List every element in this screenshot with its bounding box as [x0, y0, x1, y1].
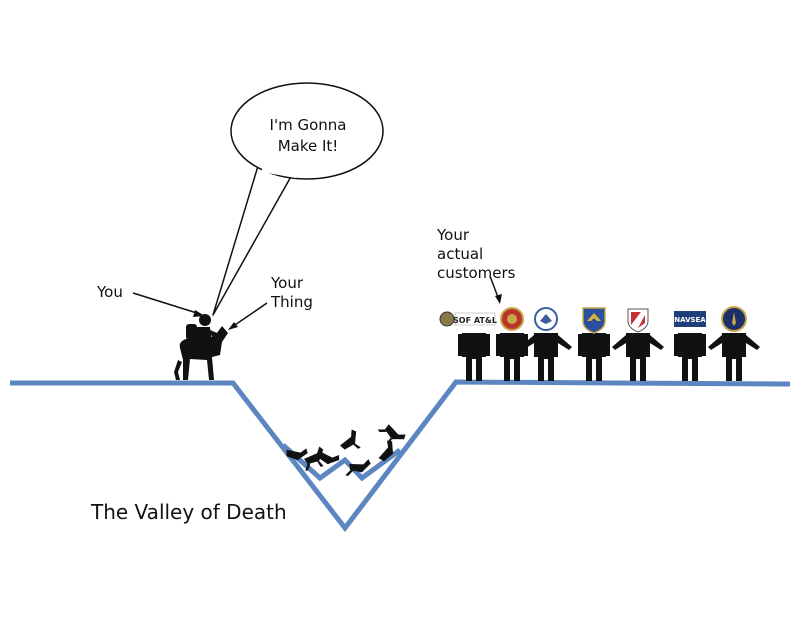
army-materiel-shield-icon: [627, 308, 649, 333]
fallen-horse-icon: [283, 448, 308, 465]
you-label: You: [97, 283, 123, 301]
fallen-horse-icon: [345, 459, 371, 476]
usaf-shield-icon: [582, 307, 606, 334]
customer-body: [678, 333, 702, 381]
navsea-text: NAVSEA: [674, 316, 706, 324]
customer-body: [626, 333, 650, 381]
customer-figure: [496, 307, 528, 381]
your-thing-arrow: [228, 302, 268, 330]
diagram-title: The Valley of Death: [91, 500, 287, 524]
customer-figure: [708, 306, 760, 381]
navsea-logo-icon: NAVSEA: [674, 311, 706, 327]
customer-figure: [520, 307, 572, 381]
customers-line-1: Your: [437, 226, 470, 244]
customer-body: [722, 333, 746, 381]
sof-atl-seal-icon: SOF AT&L: [439, 311, 497, 327]
customer-figure: NAVSEA: [674, 311, 706, 381]
your-thing-label: Your Thing: [271, 274, 313, 312]
your-thing-line-2: Thing: [271, 293, 313, 311]
fallen-horse-icon: [378, 440, 394, 462]
sof-atl-text: SOF AT&L: [453, 316, 497, 325]
customers-line-3: customers: [437, 264, 516, 282]
usmc-emblem-icon: [500, 307, 524, 331]
speech-line-1: I'm Gonna: [269, 116, 347, 134]
fallen-horse-icon: [311, 451, 340, 465]
customer-figures: SOF AT&L NAVSEA: [439, 306, 760, 381]
fallen-horse-icon: [340, 429, 361, 450]
falling-horse-icon: [377, 424, 406, 446]
dhs-seal-icon: [534, 307, 558, 331]
your-thing-line-1: Your: [271, 274, 304, 292]
valley-ground-line: [10, 379, 791, 533]
fallen-horses: [283, 424, 406, 476]
rider-on-horse-icon: [174, 314, 228, 380]
speech-line-2: Make It!: [277, 137, 339, 155]
customer-body: [500, 333, 524, 381]
customer-body: [582, 333, 606, 381]
navy-seal-icon: [721, 306, 747, 332]
speech-bubble: [212, 82, 384, 316]
customer-body: [534, 333, 558, 381]
customer-figure: SOF AT&L: [439, 311, 497, 381]
customers-label: Your actual customers: [437, 226, 515, 283]
customer-body: [462, 333, 486, 381]
customers-line-2: actual: [437, 245, 484, 263]
customer-figure: [578, 307, 610, 381]
speech-bubble-text: I'm Gonna Make It!: [238, 115, 378, 157]
customer-figure: [612, 308, 664, 381]
you-arrow: [132, 292, 205, 317]
customers-arrow: [489, 275, 502, 304]
